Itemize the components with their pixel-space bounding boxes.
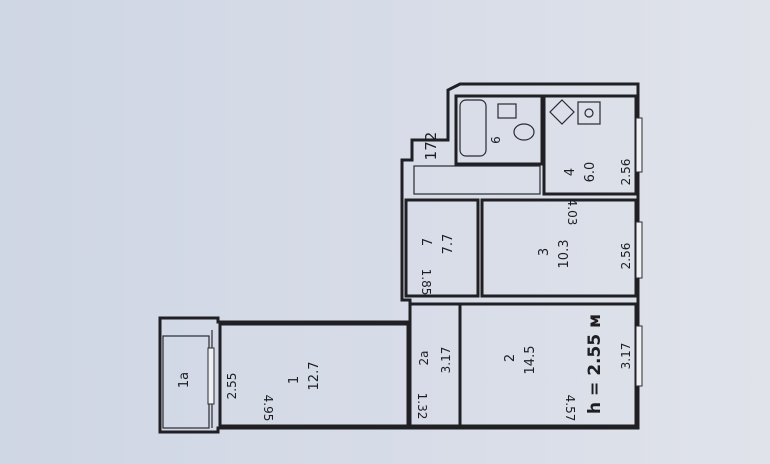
window-room-2 bbox=[635, 325, 643, 387]
room-number-3: 3 bbox=[537, 248, 552, 256]
room-area-7: 7.7 bbox=[441, 234, 456, 255]
room-number-1a: 1а bbox=[177, 372, 192, 388]
label-3: 3 10.3 4.03 2.56 bbox=[537, 199, 633, 270]
label-4: 4 6.0 2.56 bbox=[563, 159, 633, 186]
room-number-6: 6 bbox=[489, 136, 503, 144]
dimension-172: 172 bbox=[422, 132, 440, 161]
dim-3-a: 4.03 bbox=[565, 199, 579, 226]
room-number-2: 2 bbox=[503, 354, 518, 362]
label-2: 2 14.5 h = 2.55 м 4.57 3.17 bbox=[503, 314, 633, 421]
dim-1a: 2.55 bbox=[225, 373, 239, 400]
dim-4: 2.56 bbox=[619, 159, 633, 186]
room-area-4: 6.0 bbox=[583, 162, 598, 183]
dim-2-b: 3.17 bbox=[619, 343, 633, 370]
room-6 bbox=[454, 94, 544, 166]
label-1: 1 12.7 4.95 bbox=[261, 362, 322, 422]
room-number-2a: 2а bbox=[417, 351, 431, 366]
label-1a: 1а 2.55 bbox=[177, 372, 239, 399]
room-7 bbox=[404, 198, 480, 298]
dim-7: 1.85 bbox=[419, 269, 433, 296]
room-area-1: 12.7 bbox=[307, 362, 322, 391]
room-area-3: 10.3 bbox=[557, 240, 572, 269]
burner-icon bbox=[584, 108, 594, 118]
corridor bbox=[413, 165, 541, 195]
room-number-7: 7 bbox=[421, 238, 436, 246]
window-room-1 bbox=[207, 347, 215, 405]
label-7: 7 7.7 1.85 bbox=[419, 234, 456, 296]
room-number-1: 1 bbox=[287, 376, 302, 384]
dim-3-b: 2.56 bbox=[619, 243, 633, 270]
dim-2a-a: 3.17 bbox=[439, 347, 453, 374]
window-kitchen bbox=[635, 117, 643, 173]
dim-2a-b: 1.32 bbox=[415, 393, 429, 420]
sink-icon bbox=[497, 103, 517, 119]
bathtub-icon bbox=[459, 99, 487, 157]
label-6: 6 bbox=[489, 136, 503, 144]
dim-1: 4.95 bbox=[261, 395, 275, 422]
stove-icon bbox=[577, 101, 601, 125]
dim-2-a: 4.57 bbox=[563, 395, 577, 422]
toilet-icon bbox=[513, 123, 535, 141]
room-2 bbox=[458, 302, 638, 428]
room-area-2: 14.5 bbox=[523, 346, 538, 375]
room-1 bbox=[218, 322, 410, 428]
height-label: h = 2.55 м bbox=[585, 314, 605, 414]
label-2a: 2а 3.17 1.32 bbox=[415, 347, 453, 420]
room-number-4: 4 bbox=[563, 168, 578, 176]
kitchen-sink-icon bbox=[549, 99, 575, 125]
window-room-3 bbox=[635, 221, 643, 279]
